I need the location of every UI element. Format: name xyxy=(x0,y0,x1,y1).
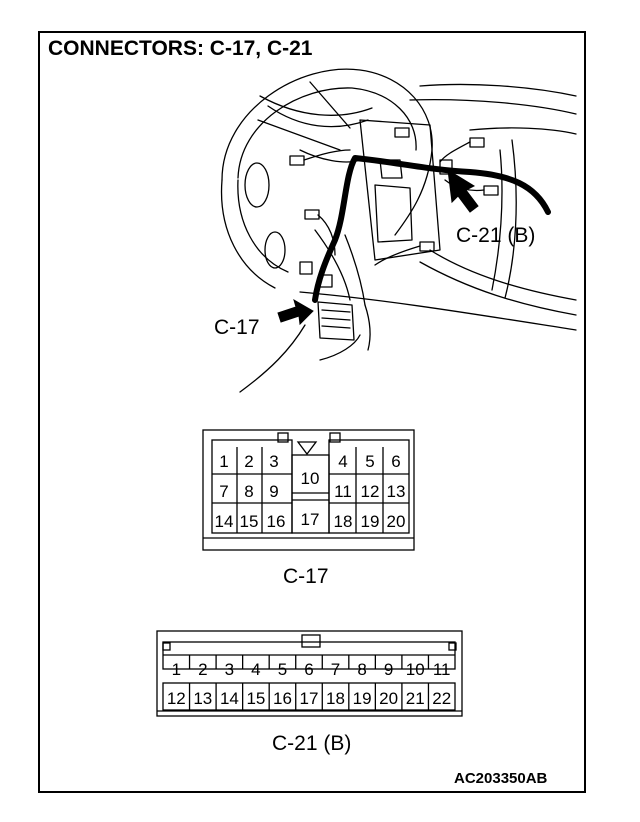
c21-pin-13: 13 xyxy=(193,689,212,708)
c21-pin-7: 7 xyxy=(331,660,340,679)
callout-c17: C-17 xyxy=(214,316,260,339)
c21-pin-1: 1 xyxy=(172,660,181,679)
c17-pin-3: 3 xyxy=(269,452,278,471)
c21-pin-12: 12 xyxy=(167,689,186,708)
c21-pin-14: 14 xyxy=(220,689,239,708)
c17-pin-17: 17 xyxy=(301,510,320,529)
c17-pin-12: 12 xyxy=(361,482,380,501)
c21-pin-11: 11 xyxy=(433,660,451,679)
diagram-frame xyxy=(38,31,586,793)
c17-pin-18: 18 xyxy=(334,512,353,531)
c21-pin-21: 21 xyxy=(406,689,425,708)
c21-pin-9: 9 xyxy=(384,660,393,679)
callout-c21: C-21 (B) xyxy=(456,224,536,247)
c17-pin-14: 14 xyxy=(215,512,234,531)
c21-pin-20: 20 xyxy=(379,689,398,708)
c21-pin-19: 19 xyxy=(353,689,372,708)
c21-pin-2: 2 xyxy=(198,660,207,679)
c17-pin-7: 7 xyxy=(219,482,228,501)
c17-pin-6: 6 xyxy=(391,452,400,471)
c21-pin-10: 10 xyxy=(406,660,425,679)
c21-pin-6: 6 xyxy=(304,660,313,679)
c17-pin-19: 19 xyxy=(361,512,380,531)
diagram-title: CONNECTORS: C-17, C-21 xyxy=(48,37,313,60)
c21-pin-16: 16 xyxy=(273,689,292,708)
c21-pin-4: 4 xyxy=(251,660,260,679)
c17-pin-8: 8 xyxy=(244,482,253,501)
c17-pin-10: 10 xyxy=(301,469,320,488)
c21-pin-17: 17 xyxy=(300,689,319,708)
c17-pin-2: 2 xyxy=(244,452,253,471)
c21-pin-3: 3 xyxy=(225,660,234,679)
c17-pin-1: 1 xyxy=(219,452,228,471)
c21-pin-18: 18 xyxy=(326,689,345,708)
c21-pin-15: 15 xyxy=(246,689,265,708)
connector-c17-caption: C-17 xyxy=(283,565,329,588)
c17-pin-4: 4 xyxy=(338,452,347,471)
connector-c21-caption: C-21 (B) xyxy=(272,732,352,755)
c21-pin-8: 8 xyxy=(357,660,366,679)
c21-pin-5: 5 xyxy=(278,660,287,679)
c17-pin-15: 15 xyxy=(240,512,259,531)
figure-code: AC203350AB xyxy=(454,770,548,787)
c17-pin-9: 9 xyxy=(269,482,278,501)
c21-pin-22: 22 xyxy=(432,689,451,708)
c17-pin-5: 5 xyxy=(365,452,374,471)
c17-pin-13: 13 xyxy=(387,482,406,501)
c17-pin-11: 11 xyxy=(334,482,352,501)
c17-pin-20: 20 xyxy=(387,512,406,531)
c17-pin-16: 16 xyxy=(267,512,286,531)
